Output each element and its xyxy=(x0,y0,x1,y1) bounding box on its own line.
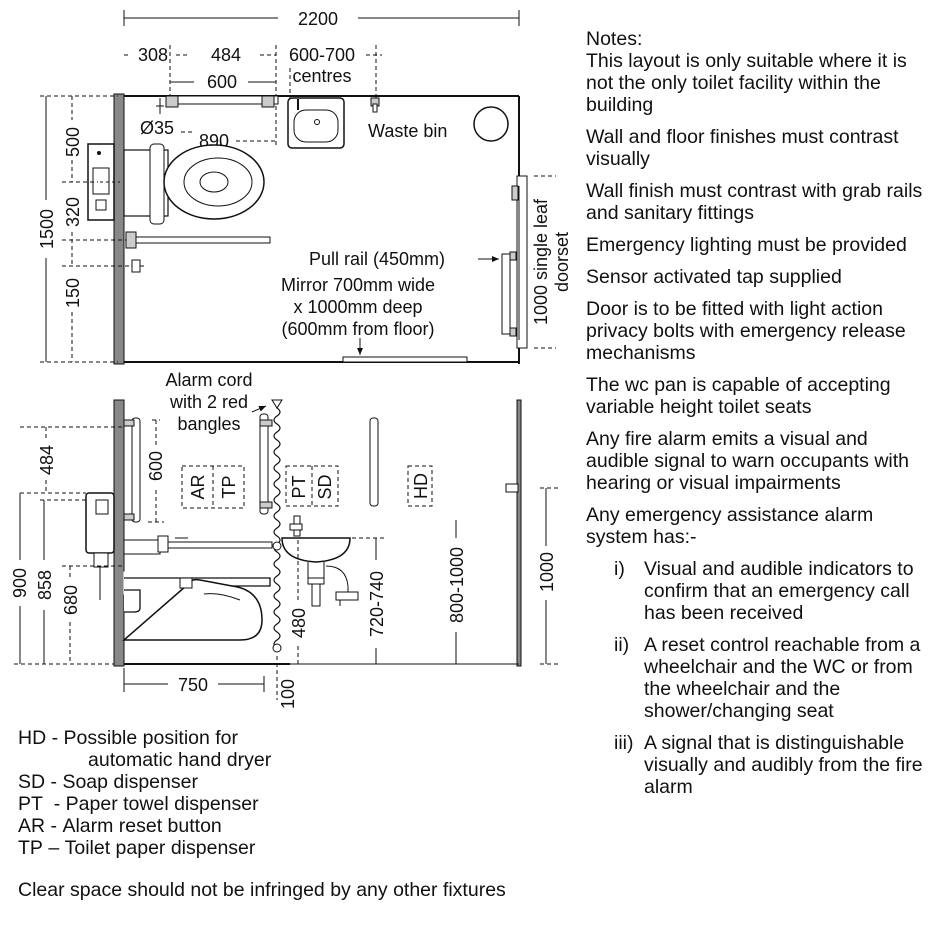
clear-space-note: Clear space should not be infringed by a… xyxy=(18,879,506,901)
legend-text: automatic hand dryer xyxy=(88,749,272,771)
dim-100: 100 xyxy=(278,679,298,709)
notes-heading-text: Notes: xyxy=(586,28,643,50)
dim-320: 320 xyxy=(63,197,83,227)
dim-centres: 600-700 xyxy=(289,45,355,65)
note-subitem: iii) A signal that is distinguishable vis… xyxy=(614,732,931,798)
dim-door-2: doorset xyxy=(552,232,572,292)
note-subitem: ii) A reset control reachable from a whee… xyxy=(614,634,931,722)
label-pull-rail: Pull rail (450mm) xyxy=(309,249,445,269)
notes-panel: Notes: This layout is only suitable wher… xyxy=(586,28,931,808)
label-waste-bin: Waste bin xyxy=(368,121,447,141)
dim-900: 900 xyxy=(10,568,30,598)
note-item: Any fire alarm emits a visual and audibl… xyxy=(586,428,910,494)
notes-heading: Notes: xyxy=(586,28,931,50)
note-subitem-number: iii) xyxy=(614,732,634,754)
box-tp: TP xyxy=(219,475,239,498)
legend-text: Alarm reset button xyxy=(62,815,222,837)
legend-text: Paper towel dispenser xyxy=(65,793,259,815)
note-item: The wc pan is capable of accepting varia… xyxy=(586,374,891,418)
legend-row: SD - Soap dispenser xyxy=(18,771,271,793)
dim-858: 858 xyxy=(35,570,55,600)
legend: HD - Possible position for automatic han… xyxy=(18,727,271,859)
label-alarm-3: bangles xyxy=(177,414,240,434)
note-item: This layout is only suitable where it is… xyxy=(586,50,907,116)
label-mirror-3: (600mm from floor) xyxy=(281,319,434,339)
dim-680: 680 xyxy=(61,585,81,615)
legend-row: AR - Alarm reset button xyxy=(18,815,271,837)
legend-abbr: PT xyxy=(18,793,43,815)
dim-width-total: 2200 xyxy=(298,9,338,29)
legend-text: Toilet paper dispenser xyxy=(64,837,256,859)
box-hd: HD xyxy=(411,473,431,499)
dim-720-740: 720-740 xyxy=(367,571,387,637)
alarm-cord xyxy=(273,407,281,649)
note-item: Any emergency assistance alarm system ha… xyxy=(586,504,874,548)
mirror-plan xyxy=(342,356,468,363)
label-mirror-2: x 1000mm deep xyxy=(293,297,422,317)
dim-480: 480 xyxy=(289,608,309,638)
box-pt: PT xyxy=(289,475,309,498)
legend-sep: - xyxy=(45,771,63,793)
box-sd: SD xyxy=(315,474,335,499)
label-mirror-1: Mirror 700mm wide xyxy=(281,275,435,295)
legend-abbr: TP xyxy=(18,837,43,859)
dim-800-1000: 800-1000 xyxy=(447,547,467,623)
legend-row: HD - Possible position for xyxy=(18,727,271,749)
note-item: Sensor activated tap supplied xyxy=(586,266,842,288)
legend-sep: – xyxy=(42,837,65,859)
dim-600: 600 xyxy=(146,451,166,481)
legend-sep: - xyxy=(42,793,66,815)
note-subitem-text: A reset control reachable from a wheelch… xyxy=(644,634,921,722)
legend-row: PT - Paper towel dispenser xyxy=(18,793,271,815)
dim-484: 484 xyxy=(37,445,57,475)
dim-308: 308 xyxy=(138,45,168,65)
dim-600-top: 600 xyxy=(207,72,237,92)
elevation-view: Alarm cord with 2 red bangles 484 600 90 xyxy=(10,370,560,709)
legend-sep: - xyxy=(45,815,63,837)
note-item: Wall finish must contrast with grab rail… xyxy=(586,180,923,224)
dim-door: 1000 single leaf xyxy=(531,198,551,325)
note-subitem-number: ii) xyxy=(614,634,630,656)
basin-elevation xyxy=(281,537,351,563)
note-subitem-number: i) xyxy=(614,558,625,580)
waste-bin-shape xyxy=(473,106,509,142)
dim-1500: 1500 xyxy=(37,209,57,249)
legend-row: TP – Toilet paper dispenser xyxy=(18,837,271,859)
dim-centres-word: centres xyxy=(292,66,351,86)
label-alarm-2: with 2 red xyxy=(169,392,248,412)
label-alarm-1: Alarm cord xyxy=(165,370,252,390)
legend-text: Soap dispenser xyxy=(62,771,198,793)
note-item: Emergency lighting must be provided xyxy=(586,234,907,256)
dim-150: 150 xyxy=(63,278,83,308)
dim-dia35: Ø35 xyxy=(140,118,174,138)
legend-sep: - xyxy=(46,727,64,749)
dim-750: 750 xyxy=(178,675,208,695)
layout-drawing: 2200 308 484 600-700 centres 600 xyxy=(10,9,572,709)
dim-1000: 1000 xyxy=(537,552,557,592)
dim-484-top: 484 xyxy=(211,45,241,65)
legend-row: automatic hand dryer xyxy=(18,749,271,771)
box-ar: AR xyxy=(188,474,208,499)
pull-rail-plan xyxy=(501,253,511,335)
note-item: Door is to be fitted with light action p… xyxy=(586,298,906,364)
note-subitem: i) Visual and audible indicators to confi… xyxy=(614,558,931,624)
legend-abbr: AR xyxy=(18,815,46,837)
legend-abbr: SD xyxy=(18,771,46,793)
legend-abbr: HD xyxy=(18,727,47,749)
legend-text: Possible position for xyxy=(63,727,239,749)
note-subitem-text: A signal that is distinguishable visuall… xyxy=(644,732,923,798)
plan-view: 2200 308 484 600-700 centres 600 xyxy=(37,9,572,365)
note-subitem-text: Visual and audible indicators to confirm… xyxy=(644,558,914,624)
note-item: Wall and floor finishes must contrast vi… xyxy=(586,126,899,170)
dim-500: 500 xyxy=(63,127,83,157)
